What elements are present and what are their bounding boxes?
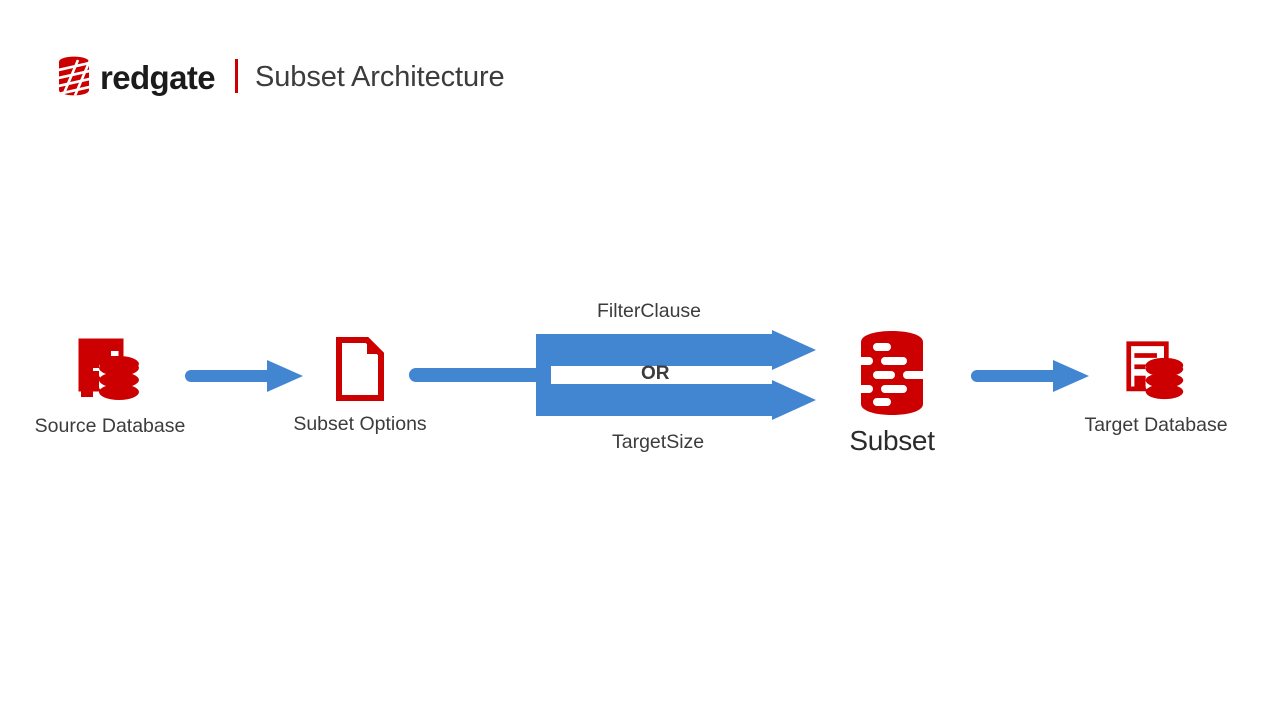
node-source-database: Source Database xyxy=(0,337,220,437)
redgate-database-logo-icon xyxy=(59,56,89,96)
brand-divider xyxy=(235,59,239,93)
node-label-subset: Subset xyxy=(849,425,935,456)
branch-label-filterclause: FilterClause xyxy=(597,300,702,322)
node-subset: Subset xyxy=(782,330,1002,455)
subset-cylinder-icon xyxy=(861,331,923,415)
node-label-subset-options: Subset Options xyxy=(293,413,427,435)
branch-split-double-arrow xyxy=(536,330,816,420)
node-target-database: Target Database xyxy=(1046,340,1266,436)
arrow-source-to-options xyxy=(185,360,303,392)
arrow-subset-to-target xyxy=(971,360,1089,392)
brand-lockup: redgate Subset Architecture xyxy=(58,52,505,100)
database-server-icon xyxy=(78,338,139,400)
arrow-options-to-branch xyxy=(409,368,545,382)
branch-label-targetsize: TargetSize xyxy=(612,431,705,453)
node-label-source-database: Source Database xyxy=(34,415,186,437)
document-file-icon xyxy=(336,337,384,401)
branch-label-or: OR xyxy=(641,363,670,384)
node-subset-options: Subset Options xyxy=(250,337,470,435)
page-title: Subset Architecture xyxy=(255,60,505,93)
brand-wordmark: redgate xyxy=(100,58,216,96)
database-server-icon xyxy=(1126,341,1184,400)
node-label-target-database: Target Database xyxy=(1084,414,1228,436)
